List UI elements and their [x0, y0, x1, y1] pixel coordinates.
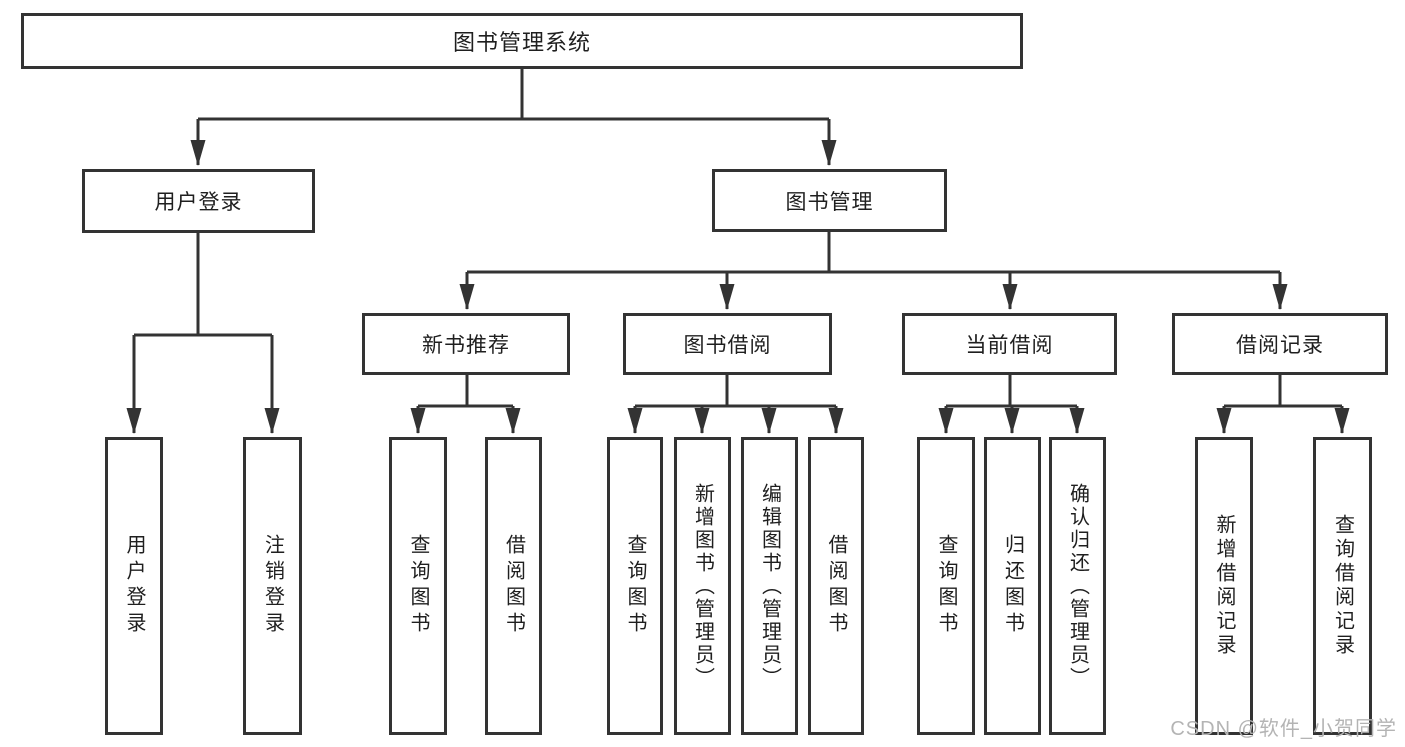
leaf-query-borrow-record: 查询借阅记录	[1313, 437, 1372, 735]
csdn-watermark: CSDN @软件_小贺同学	[1170, 718, 1397, 740]
node-borrowing-records: 借阅记录	[1172, 313, 1388, 375]
node-book-borrowing: 图书借阅	[623, 313, 832, 375]
leaf-edit-books-admin: 编辑图书（管理员）	[741, 437, 798, 735]
leaf-query-books-borrowing: 查询图书	[607, 437, 663, 735]
node-current-borrowing: 当前借阅	[902, 313, 1117, 375]
leaf-logout: 注销登录	[243, 437, 302, 735]
node-library-management-system: 图书管理系统	[21, 13, 1023, 69]
node-book-management: 图书管理	[712, 169, 947, 232]
leaf-query-books-current: 查询图书	[917, 437, 975, 735]
leaf-confirm-return-admin: 确认归还（管理员）	[1049, 437, 1106, 735]
node-user-login: 用户登录	[82, 169, 315, 233]
leaf-borrow-books-borrowing: 借阅图书	[808, 437, 864, 735]
node-new-book-recommend: 新书推荐	[362, 313, 570, 375]
leaf-add-borrow-record: 新增借阅记录	[1195, 437, 1253, 735]
leaf-borrow-books-recommend: 借阅图书	[485, 437, 542, 735]
leaf-user-login: 用户登录	[105, 437, 163, 735]
leaf-return-books: 归还图书	[984, 437, 1041, 735]
leaf-add-books-admin: 新增图书（管理员）	[674, 437, 731, 735]
leaf-query-books-recommend: 查询图书	[389, 437, 447, 735]
